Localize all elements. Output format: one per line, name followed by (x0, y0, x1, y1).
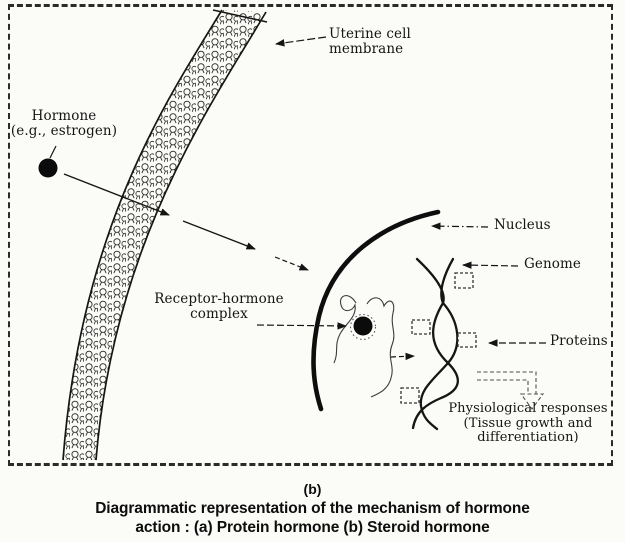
complex-to-genome-arrow (390, 352, 415, 361)
hormone-entry-arrows (63, 173, 309, 271)
receptor-hormone-complex-label: Receptor-hormone complex (154, 291, 284, 323)
proteins-label: Proteins (550, 333, 608, 349)
genome-pointer-arrow (462, 261, 519, 269)
receptor-squiggle-right (366, 297, 395, 398)
gene-box (400, 387, 420, 404)
complex-hormone-dot (353, 316, 373, 336)
diagram-frame (8, 4, 613, 466)
uterine-membrane-pointer-arrow (275, 36, 327, 47)
physiological-responses-label: Physiological responses (Tissue growth a… (448, 401, 608, 446)
hormone-label: Hormone (e.g., estrogen) (10, 108, 118, 140)
gene-box (411, 319, 431, 335)
cell-membrane (62, 9, 268, 461)
caption-marker: (b) (303, 481, 322, 497)
caption-line2: action : (a) Protein hormone (b) Steroid… (135, 519, 490, 536)
receptor-hormone-complex (333, 295, 395, 398)
gene-boxes (400, 272, 477, 404)
gene-box (454, 272, 474, 289)
hormone-dot (38, 145, 58, 178)
dna-helix (400, 257, 477, 431)
responses-elbow-arrow (477, 371, 545, 410)
hormone-label-pointer (49, 145, 57, 159)
membrane-top-cut (212, 9, 268, 23)
genome-label: Genome (524, 256, 581, 272)
nucleus-pointer-arrow (431, 222, 489, 230)
nucleus-arc (311, 209, 441, 412)
receptor-pointer-arrow (256, 322, 347, 330)
nucleus-label: Nucleus (494, 217, 551, 233)
receptor-halo (349, 313, 377, 341)
uterine-cell-membrane-label: Uterine cell membrane (329, 26, 411, 58)
diagram-canvas (38, 9, 546, 461)
caption-line1: Diagrammatic representation of the mecha… (95, 500, 530, 517)
receptor-squiggle-left (333, 295, 357, 364)
gene-box (457, 332, 477, 348)
